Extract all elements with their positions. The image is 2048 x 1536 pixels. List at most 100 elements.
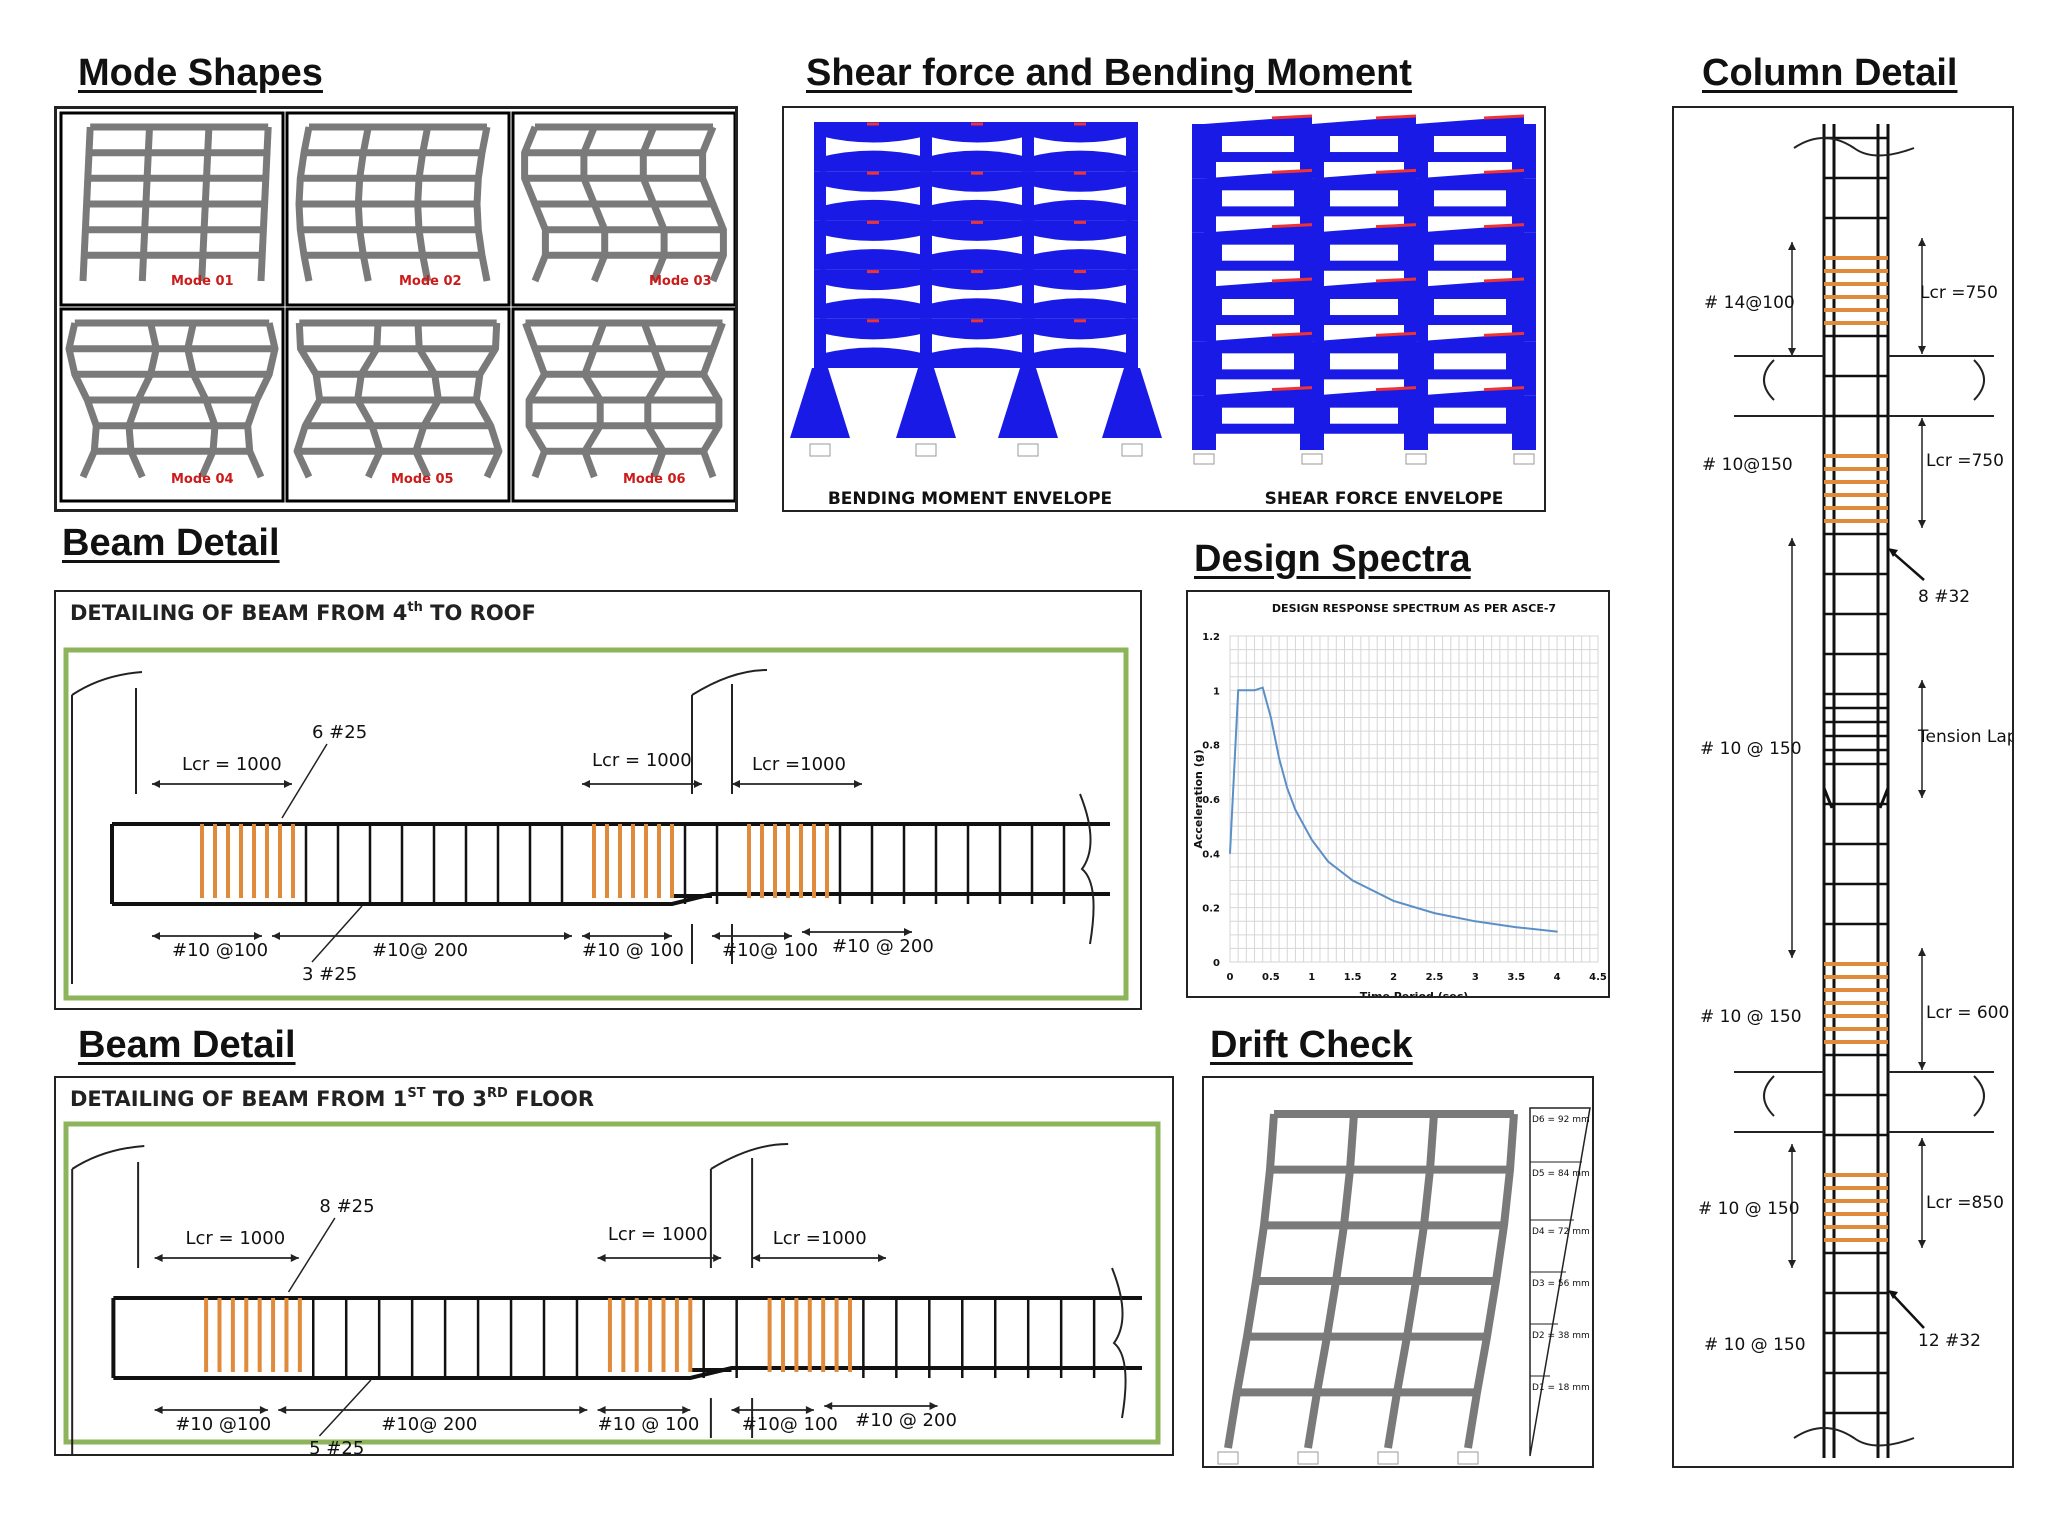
spectrum-point <box>1270 716 1272 719</box>
moment-column <box>814 171 826 221</box>
design-spectra-title: Design Spectra <box>1194 538 1471 580</box>
shear-peak-mark <box>1271 277 1313 283</box>
mode-frame <box>295 123 491 282</box>
spacing-label: #10 @ 200 <box>832 936 934 957</box>
moment-envelope-top <box>926 122 1028 143</box>
mode-cell-frame <box>59 111 285 307</box>
moment-envelope-bottom <box>820 298 926 319</box>
shear-column <box>1192 232 1216 287</box>
beam-detail-top-title: Beam Detail <box>62 522 280 564</box>
column-label: # 10@150 <box>1702 455 1793 475</box>
spacing-dimension-head <box>664 932 672 940</box>
moment-base-triangle <box>790 368 850 438</box>
spectrum-point <box>1286 787 1289 789</box>
moment-column <box>1022 122 1034 172</box>
bottom-bars-label: 5 #25 <box>309 1438 364 1454</box>
spacing-dimension-head <box>1788 348 1796 356</box>
spectrum-point <box>1433 912 1436 914</box>
moment-column <box>1126 122 1138 172</box>
heading-part: DETAILING OF BEAM FROM 1 <box>70 1087 407 1111</box>
support-symbol <box>1297 1451 1319 1465</box>
moment-envelope-top <box>1028 171 1132 192</box>
moment-envelope-top <box>1028 122 1132 143</box>
moment-column <box>920 171 932 221</box>
y-tick-label: 1 <box>1213 686 1220 697</box>
drift-label: D5 = 84 mm <box>1532 1169 1590 1179</box>
spectrum-point <box>1310 838 1313 841</box>
spectrum-point <box>1474 920 1477 923</box>
column-label: # 10 @ 150 <box>1700 1007 1802 1027</box>
moment-column <box>1126 269 1138 319</box>
shear-peak-mark <box>1271 223 1313 229</box>
mode-frame <box>65 319 279 479</box>
shear-envelope-opening <box>1222 299 1294 316</box>
shear-envelope-opening <box>1330 353 1398 370</box>
x-tick-label: 1.5 <box>1344 972 1362 983</box>
x-tick-label: 4.5 <box>1589 972 1607 983</box>
moment-envelope-top <box>820 171 926 192</box>
moment-column <box>920 269 932 319</box>
moment-column <box>920 318 932 368</box>
mode-frame <box>293 319 503 479</box>
lap-dimension-head <box>1918 790 1926 798</box>
spacing-label: #10@ 200 <box>381 1414 477 1435</box>
spectrum-point <box>1351 879 1354 882</box>
lcr-dimension-head <box>713 1254 722 1262</box>
leader-line <box>281 743 328 819</box>
x-tick-label: 4 <box>1554 972 1561 983</box>
lcr-dimension-head <box>1918 418 1926 426</box>
drift-label: D3 = 56 mm <box>1532 1279 1590 1289</box>
beam-bottom-line <box>113 1366 1142 1380</box>
lap-dimension-head <box>1918 680 1926 688</box>
spacing-dimension-head <box>1788 950 1796 958</box>
spacing-dimension-head <box>802 928 810 936</box>
lcr-dimension-head <box>854 780 862 788</box>
support-symbol <box>1513 453 1535 465</box>
mode-frame <box>79 123 272 282</box>
mode-frame <box>522 319 726 479</box>
column-label: # 10 @ 150 <box>1700 739 1802 759</box>
support-line <box>710 1143 789 1170</box>
moment-envelope-top <box>820 220 926 241</box>
x-tick-label: 3 <box>1472 972 1479 983</box>
spacing-dimension-head <box>712 932 720 940</box>
leader-line <box>318 1379 372 1437</box>
spectrum-point <box>1515 926 1518 929</box>
shear-bending-title: Shear force and Bending Moment <box>806 52 1412 94</box>
mode-label: Mode 05 <box>391 472 454 487</box>
heading-sup: ST <box>407 1086 425 1101</box>
lcr-dimension-head <box>1918 1240 1926 1248</box>
moment-column <box>1022 171 1034 221</box>
shear-peak-mark <box>1483 168 1525 174</box>
x-axis-label: Time Period (sec) <box>1360 990 1469 996</box>
lcr-dimension-head <box>152 780 160 788</box>
beam-detail-top-panel: DETAILING OF BEAM FROM 4th TO ROOF Lcr = … <box>54 590 1142 1010</box>
spacing-label: #10 @100 <box>175 1414 271 1435</box>
beam-bottom-drawing: DETAILING OF BEAM FROM 1ST TO 3RD FLOORL… <box>63 1086 1161 1454</box>
moment-envelope-top <box>1028 269 1132 291</box>
shear-peak-mark <box>1271 386 1313 392</box>
moment-column <box>1126 171 1138 221</box>
spacing-dimension-head <box>824 1402 833 1410</box>
shear-peak-mark <box>1271 114 1313 120</box>
spacing-dimension-head <box>272 932 280 940</box>
moment-envelope-top <box>820 318 926 340</box>
shear-peak-mark <box>1271 168 1313 174</box>
beam-heading: DETAILING OF BEAM FROM 4th TO ROOF <box>70 600 536 625</box>
beam-green-frame <box>63 1121 1161 1445</box>
spectrum-point <box>1392 900 1395 902</box>
moment-column <box>814 269 826 319</box>
break-line <box>1111 1267 1127 1419</box>
lcr-label: Lcr = 1000 <box>182 754 282 775</box>
leader-line <box>287 1217 336 1293</box>
heading-part: TO 3 <box>426 1087 487 1111</box>
top-bars-label: 6 #25 <box>312 722 367 743</box>
shear-peak-mark <box>1375 114 1417 120</box>
moment-envelope-bottom <box>926 199 1028 221</box>
x-tick-label: 3.5 <box>1507 972 1525 983</box>
support-line <box>71 1145 145 1170</box>
drift-label: D6 = 92 mm <box>1532 1115 1590 1125</box>
column-label: Lcr =850 <box>1926 1193 2004 1213</box>
spectrum-point <box>1556 930 1558 933</box>
